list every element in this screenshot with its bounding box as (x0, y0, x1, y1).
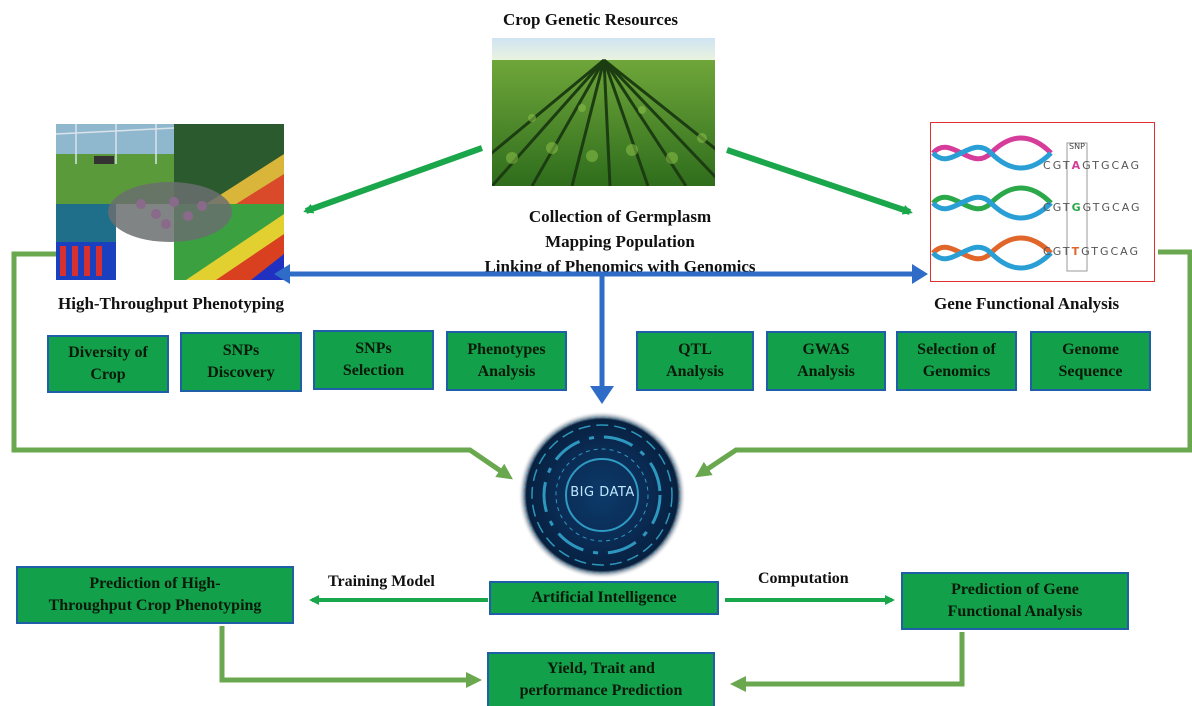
box-diversity-of-crop: Diversity of Crop (47, 335, 169, 393)
dna-base: T (1091, 245, 1100, 258)
phenotyping-collage-image (56, 124, 284, 280)
box-line: Sequence (1058, 363, 1123, 380)
dna-base: G (1100, 159, 1112, 172)
box-line: Prediction of Gene (951, 581, 1079, 598)
box-line: Genomics (922, 363, 991, 380)
dna-base: C (1043, 201, 1053, 214)
box-line: Yield, Trait and (547, 660, 655, 677)
box-line: Crop (90, 366, 126, 383)
title-crop-genetic-resources: Crop Genetic Resources (503, 10, 679, 29)
dna-base: G (1081, 245, 1092, 258)
box-line: Analysis (666, 363, 724, 380)
arrow-to-phenotyping (303, 145, 484, 214)
box-line: Diversity of (68, 344, 148, 361)
box-line: Analysis (477, 363, 536, 380)
dna-base: C (1110, 245, 1121, 258)
dna-snp-image: SNP CGTAGTGCAG CGTGGTGCAG CGTTGTGCAG (930, 122, 1155, 282)
dna-base: G (1052, 201, 1063, 214)
center-line-germplasm: Collection of Germplasm (528, 207, 712, 226)
dna-base: G (1099, 245, 1111, 258)
dna-base: G (1131, 201, 1142, 214)
dna-base: T (1062, 201, 1072, 214)
dna-base: G (1130, 159, 1142, 172)
title-gene-functional-analysis: Gene Functional Analysis (934, 294, 1120, 313)
crop-field-image (492, 38, 715, 186)
box-line: performance Prediction (519, 682, 683, 699)
dna-row-2: CGTGGTGCAG (1043, 201, 1142, 214)
dna-snp-base: G (1071, 201, 1083, 214)
dna-base: C (1043, 159, 1053, 172)
snp-label: SNP (1069, 142, 1085, 151)
dna-base: G (1101, 201, 1112, 214)
dna-row-3: CGTTGTGCAG (1043, 245, 1140, 258)
box-line: Prediction of High- (89, 575, 221, 592)
big-data-image: BIG DATA (515, 410, 690, 580)
right-loop-arrow (695, 249, 1192, 478)
box-line: QTL (678, 341, 712, 358)
box-selection-of-genomics: Selection of Genomics (896, 331, 1017, 391)
big-data-label: BIG DATA (570, 485, 635, 500)
box-line: Selection of (917, 341, 996, 358)
box-line: SNPs (355, 340, 392, 357)
dna-base: C (1112, 201, 1122, 214)
box-yield-prediction: Yield, Trait and performance Prediction (487, 652, 715, 706)
arrow-to-gene-analysis (726, 147, 913, 215)
box-qtl-analysis: QTL Analysis (636, 331, 754, 391)
box-line: Genome (1062, 341, 1119, 358)
label-computation: Computation (758, 570, 849, 587)
dna-base: T (1092, 201, 1102, 214)
box-artificial-intelligence: Artificial Intelligence (489, 581, 719, 615)
box-gwas-analysis: GWAS Analysis (766, 331, 886, 391)
title-high-throughput-phenotyping: High-Throughput Phenotyping (58, 294, 284, 313)
box-prediction-phenotyping: Prediction of High- Throughput Crop Pheno… (16, 566, 294, 624)
arrow-left-to-yield (219, 626, 482, 688)
left-loop-arrow (11, 251, 513, 480)
dna-base: C (1111, 159, 1122, 172)
box-line: Selection (342, 362, 405, 379)
dna-base: G (1082, 159, 1093, 172)
dna-base: C (1043, 245, 1053, 258)
box-line: GWAS (802, 341, 850, 358)
dna-base: A (1121, 159, 1131, 172)
box-line: Analysis (797, 363, 855, 380)
label-training-model: Training Model (328, 573, 435, 590)
box-line: Artificial Intelligence (531, 589, 677, 606)
dna-base: G (1129, 245, 1141, 258)
center-line-linking: Linking of Phenomics with Genomics (484, 257, 756, 276)
dna-base: G (1082, 201, 1093, 214)
arrow-right-to-yield (730, 632, 965, 692)
dna-base: A (1120, 245, 1130, 258)
center-line-mapping: Mapping Population (545, 232, 695, 251)
dna-base: T (1062, 245, 1072, 258)
dna-snp-base: T (1071, 245, 1082, 258)
box-line: SNPs (222, 342, 260, 359)
dna-base: G (1052, 245, 1063, 258)
dna-base: T (1062, 159, 1072, 172)
dna-base: G (1052, 159, 1063, 172)
box-line: Phenotypes (467, 341, 546, 358)
box-line: Functional Analysis (947, 603, 1083, 620)
dna-snp-base: A (1071, 159, 1083, 172)
dna-row-1: CGTAGTGCAG (1043, 159, 1141, 172)
center-description: Collection of Germplasm Mapping Populati… (440, 204, 800, 279)
box-line: Throughput Crop Phenotyping (48, 597, 262, 614)
dna-base: A (1121, 201, 1132, 214)
box-line: Discovery (207, 364, 275, 381)
dna-base: T (1092, 159, 1101, 172)
